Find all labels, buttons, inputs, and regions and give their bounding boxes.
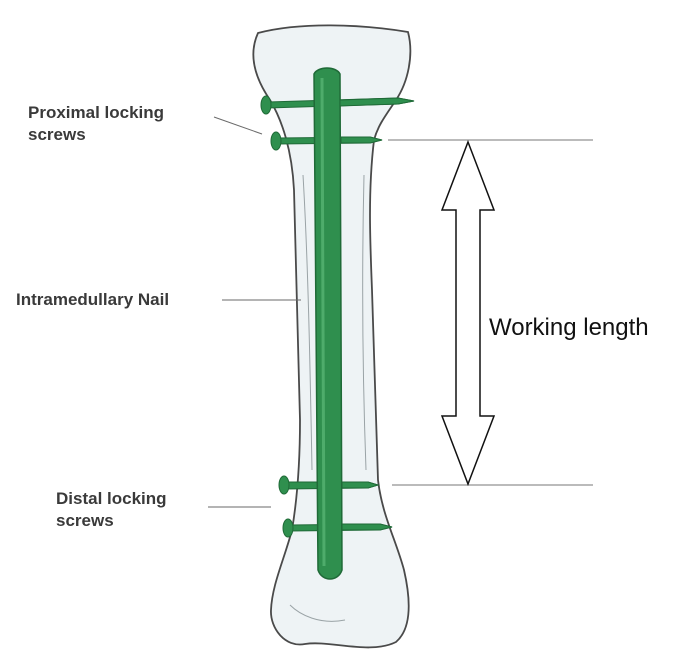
proximal-screws-label-line1: Proximal locking [28,103,165,122]
cortex-line-left [302,174,313,471]
distal-screws-label: Distal locking screws [56,488,167,532]
proximal-leader-line [213,116,263,135]
proximal-screws-label: Proximal locking screws [28,102,164,146]
leader-lines [208,116,301,508]
proximal-screws-label-line2: screws [28,125,86,144]
distal-screws-label-line2: screws [56,511,114,530]
working-length-guides [388,139,593,486]
working-length-arrow [440,139,496,487]
intramedullary-nail-label: Intramedullary Nail [16,290,170,309]
distal-screws-label-line1: Distal locking [56,489,167,508]
screw-fronts [339,97,415,531]
working-length-label: Working length [489,314,649,341]
intramedullary-nail [313,67,343,580]
cortex-line-right [362,174,367,471]
distal-contour-line [289,604,346,622]
